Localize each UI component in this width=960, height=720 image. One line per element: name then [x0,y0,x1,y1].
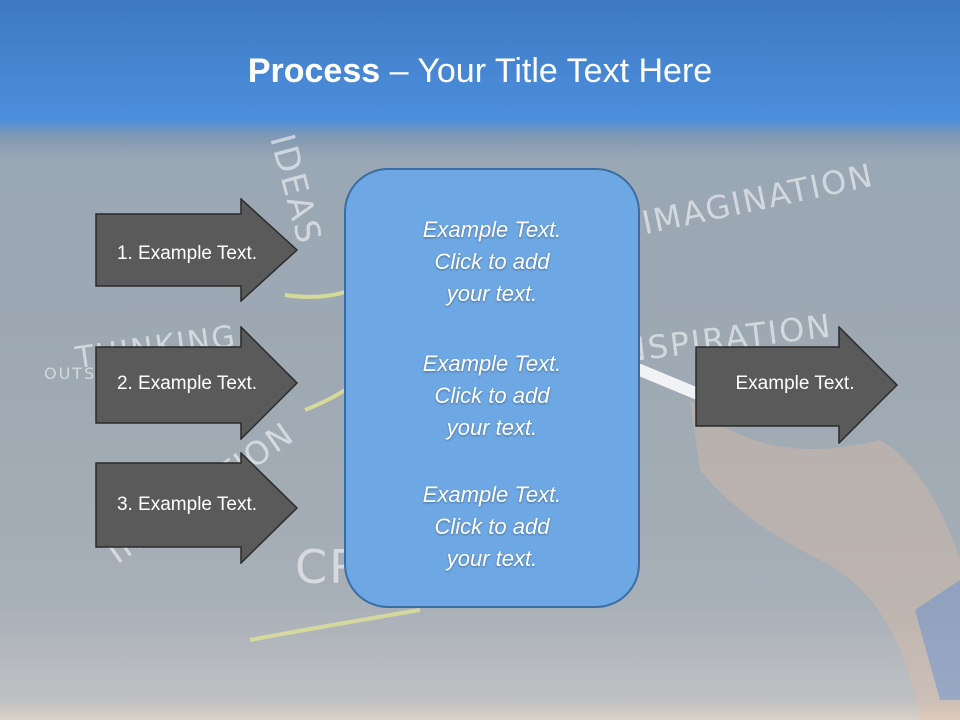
center-line: Example Text. [422,351,562,376]
arrow-label: 3. Example Text. [116,494,258,515]
arrow-shape [95,452,299,564]
left-arrow-3[interactable]: 3. Example Text. [95,452,299,564]
slide-title[interactable]: Process – Your Title Text Here [0,52,960,91]
center-line: Example Text. [422,482,562,507]
center-text-block-2: Example Text. Click to add your text. [346,348,638,444]
arrow-shape [95,326,299,440]
center-text-block-3: Example Text. Click to add your text. [346,479,638,575]
arrow-shape [95,198,299,302]
arrow-shape [695,326,899,444]
arrow-label: 2. Example Text. [116,373,258,394]
slide-title-bold: Process [247,52,381,90]
center-line: Click to add [434,514,550,539]
right-arrow[interactable]: Example Text. [695,326,899,444]
center-line: your text. [446,546,538,571]
left-arrow-2[interactable]: 2. Example Text. [95,326,299,440]
left-arrow-1[interactable]: 1. Example Text. [95,198,299,302]
arrow-label: 1. Example Text. [116,243,258,264]
center-line: Example Text. [422,217,562,242]
arrow-label: Example Text. [735,373,855,394]
center-line: your text. [446,281,538,306]
center-line: your text. [446,415,538,440]
center-line: Click to add [434,383,550,408]
center-line: Click to add [434,249,550,274]
slide-title-rest: – Your Title Text Here [380,52,713,90]
center-text-block-1: Example Text. Click to add your text. [346,214,638,310]
center-text-box[interactable]: Example Text. Click to add your text. Ex… [344,168,640,608]
